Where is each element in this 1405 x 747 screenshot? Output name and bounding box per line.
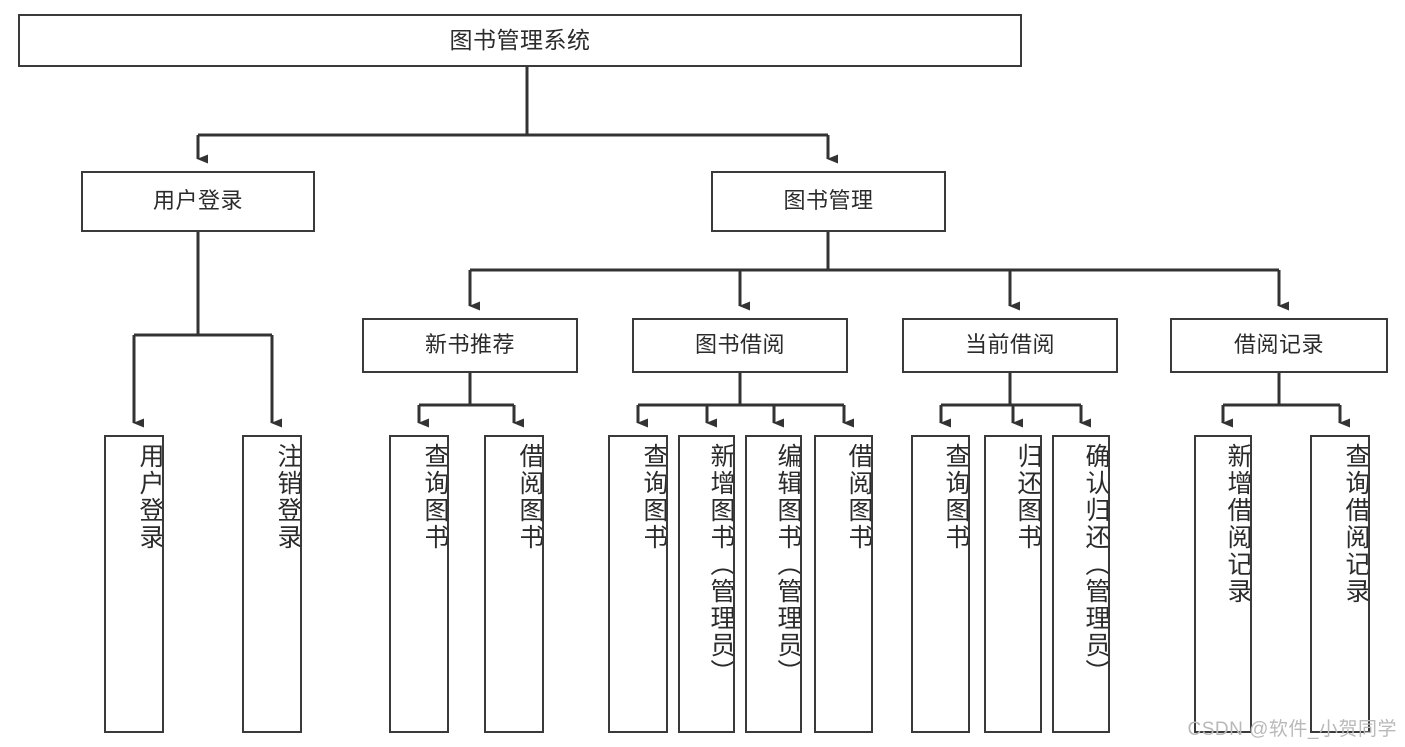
edges-group [132, 67, 1350, 428]
node-label: 用户登录 [152, 188, 243, 214]
node-book-manage[interactable]: 图书管理 [711, 171, 946, 232]
node-user-login[interactable]: 用户登录 [81, 171, 315, 232]
node-leaf-confirm-return-admin[interactable]: 确认归还（管理员） [1052, 435, 1110, 733]
node-root[interactable]: 图书管理系统 [18, 14, 1022, 67]
node-label: 图书管理 [783, 188, 874, 214]
node-leaf-add-book-admin[interactable]: 新增图书（管理员） [678, 435, 735, 733]
node-label: 编辑图书（管理员） [774, 443, 802, 686]
node-borrow-record[interactable]: 借阅记录 [1170, 318, 1388, 373]
node-label: 查询图书 [421, 443, 449, 551]
node-label: 新增图书（管理员） [707, 443, 735, 686]
node-label: 注销登录 [274, 443, 302, 551]
node-label: 新书推荐 [424, 332, 515, 358]
node-new-book-recommend[interactable]: 新书推荐 [362, 318, 578, 373]
node-label: 借阅图书 [516, 443, 544, 551]
node-label: 图书管理系统 [449, 26, 591, 53]
node-current-borrow[interactable]: 当前借阅 [902, 318, 1118, 373]
node-label: 查询借阅记录 [1342, 443, 1370, 605]
node-leaf-query-book-current[interactable]: 查询图书 [911, 435, 970, 733]
node-leaf-edit-book-admin[interactable]: 编辑图书（管理员） [745, 435, 802, 733]
node-leaf-query-book-recommend[interactable]: 查询图书 [389, 435, 449, 733]
node-label: 归还图书 [1014, 443, 1042, 551]
node-label: 查询图书 [942, 443, 970, 551]
node-label: 借阅图书 [845, 443, 873, 551]
node-label: 当前借阅 [964, 332, 1055, 358]
node-label: 借阅记录 [1233, 332, 1324, 358]
node-leaf-user-logout[interactable]: 注销登录 [242, 435, 302, 733]
node-label: 用户登录 [136, 443, 164, 551]
node-leaf-return-book[interactable]: 归还图书 [984, 435, 1042, 733]
node-book-borrow[interactable]: 图书借阅 [632, 318, 848, 373]
node-leaf-borrow-book-recommend[interactable]: 借阅图书 [484, 435, 544, 733]
node-leaf-borrow-book[interactable]: 借阅图书 [814, 435, 873, 733]
node-label: 新增借阅记录 [1224, 443, 1252, 605]
node-label: 图书借阅 [694, 332, 785, 358]
node-leaf-add-borrow-record[interactable]: 新增借阅记录 [1194, 435, 1252, 733]
node-leaf-query-borrow-record[interactable]: 查询借阅记录 [1310, 435, 1370, 733]
node-label: 确认归还（管理员） [1082, 443, 1110, 686]
node-label: 查询图书 [640, 443, 668, 551]
node-leaf-user-login[interactable]: 用户登录 [104, 435, 164, 733]
node-leaf-query-book[interactable]: 查询图书 [608, 435, 668, 733]
